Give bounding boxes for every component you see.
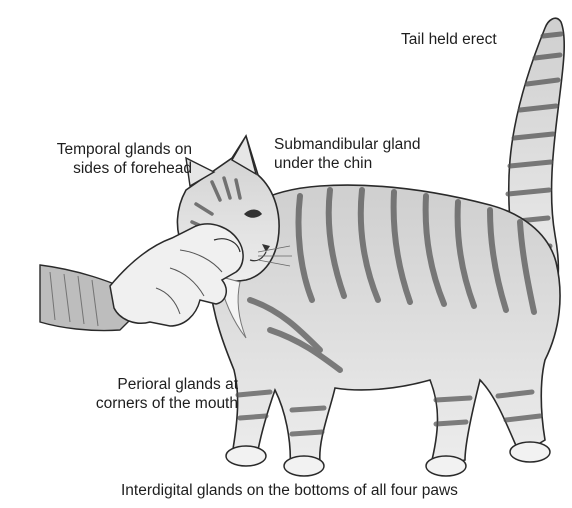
perioral-glands-label: Perioral glands at corners of the mouth	[54, 375, 238, 413]
temporal-label-line-1: Temporal glands on	[14, 140, 192, 159]
perioral-label-line-2: corners of the mouth	[54, 394, 238, 413]
submandibular-gland-label: Submandibular gland under the chin	[274, 135, 421, 173]
submandibular-label-line-1: Submandibular gland	[274, 135, 421, 154]
submandibular-label-line-2: under the chin	[274, 154, 421, 173]
temporal-glands-label: Temporal glands on sides of forehead	[14, 140, 192, 178]
perioral-label-line-1: Perioral glands at	[54, 375, 238, 394]
cat-paws	[226, 442, 550, 476]
tail-label: Tail held erect	[401, 30, 497, 49]
temporal-label-line-2: sides of forehead	[14, 159, 192, 178]
human-hand	[40, 224, 243, 331]
tail-label-text: Tail held erect	[401, 31, 497, 48]
interdigital-label-text: Interdigital glands on the bottoms of al…	[121, 482, 458, 499]
interdigital-glands-label: Interdigital glands on the bottoms of al…	[121, 481, 458, 500]
